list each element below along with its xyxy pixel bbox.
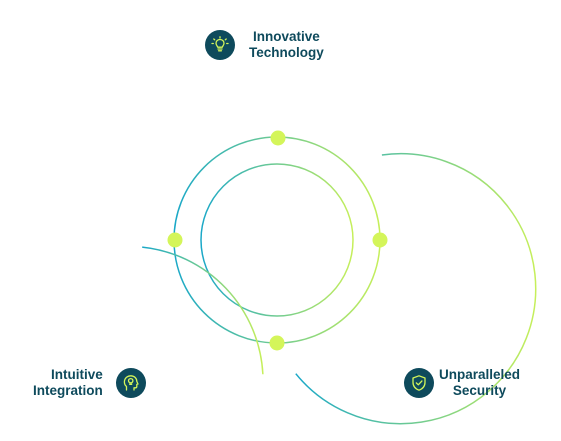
feature-badge [115,368,146,398]
lightbulb-icon [211,36,229,52]
feature-unparalleled-security: Unparalleled Security [404,367,520,399]
dot-right [372,232,388,248]
dot-top [270,130,286,146]
inner-ring [200,163,354,317]
dot-bottom [269,335,285,351]
feature-badge [205,30,235,60]
dot-left [167,232,183,248]
feature-label: Unparalleled Security [439,367,521,398]
feature-label: Innovative Technology [249,29,324,60]
shield-check-icon [412,375,426,391]
feature-innovative-technology: Innovative Technology [205,29,324,61]
feature-badge [404,368,434,398]
feature-intuitive-integration: Intuitive Integration [33,367,146,399]
outer-ring-arc-right [295,152,537,425]
head-bulb-icon [123,375,139,391]
feature-label: Intuitive Integration [33,367,103,398]
middle-ring [173,136,381,344]
outer-ring-arc-left [142,246,264,375]
